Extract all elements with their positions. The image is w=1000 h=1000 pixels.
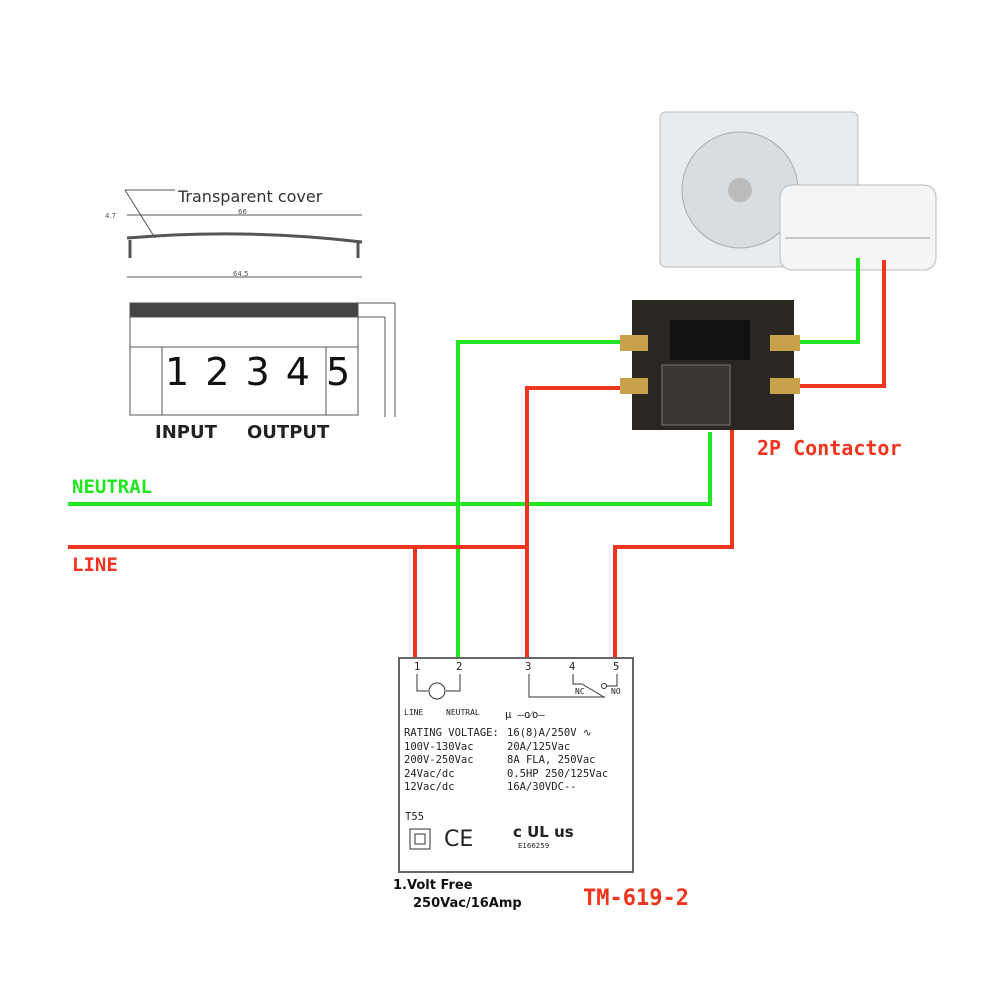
ul-file-number: E166259 bbox=[518, 842, 550, 850]
timer-specification-label: 1 2 3 4 5 NC NO LINE NEUTRAL μ —o⁄o— RAT… bbox=[398, 657, 634, 873]
ul-mark: c UL us bbox=[513, 823, 574, 841]
cover-label: Transparent cover bbox=[178, 187, 323, 206]
neutral-wires bbox=[68, 258, 860, 657]
rating-text: 20A/125Vac bbox=[507, 740, 571, 753]
dim-bottom: 64.5 bbox=[233, 270, 249, 278]
t55-label: T55 bbox=[405, 811, 424, 823]
transparent-cover-drawing bbox=[124, 189, 363, 278]
neutral-terminal-label: NEUTRAL bbox=[446, 708, 480, 717]
note-line-1: 1.Volt Free bbox=[393, 878, 473, 893]
rating-text: 8A FLA, 250Vac bbox=[507, 754, 596, 766]
rating-text: RATING VOLTAGE: bbox=[404, 727, 499, 739]
dim-height: 4.7 bbox=[105, 212, 117, 220]
timer-schematic bbox=[409, 674, 618, 850]
input-label: INPUT bbox=[155, 422, 217, 443]
no-label: NO bbox=[611, 687, 621, 696]
nc-label: NC bbox=[575, 687, 585, 696]
contactor-image bbox=[620, 300, 800, 430]
model-label: TM-619-2 bbox=[583, 886, 689, 911]
output-label: OUTPUT bbox=[247, 422, 330, 443]
relay-symbol: μ —o⁄o— bbox=[505, 709, 545, 721]
terminal-5: 5 bbox=[613, 661, 620, 673]
contactor-label: 2P Contactor bbox=[757, 436, 902, 460]
note-line-2: 250Vac/16Amp bbox=[413, 896, 522, 911]
rating-left: RATING VOLTAGE: 100V-130Vac 200V-250Vac … bbox=[404, 727, 499, 795]
rating-text: 16A/30VDC-- bbox=[507, 781, 577, 793]
rating-text: 100V-130Vac bbox=[404, 740, 474, 753]
line-label: LINE bbox=[72, 554, 118, 576]
rating-text: 12Vac/dc bbox=[404, 781, 455, 793]
rating-text: 200V-250Vac bbox=[404, 754, 474, 766]
air-conditioner-image bbox=[659, 111, 937, 271]
neutral-label: NEUTRAL bbox=[72, 476, 153, 498]
terminal-4: 4 bbox=[569, 661, 576, 673]
rating-text: 0.5HP 250/125Vac bbox=[507, 767, 609, 780]
ce-mark: CE bbox=[444, 827, 474, 852]
terminal-3: 3 bbox=[525, 661, 532, 673]
terminal-1: 1 bbox=[414, 661, 421, 673]
terminal-block-drawing bbox=[129, 302, 396, 417]
dim-top: 66 bbox=[238, 208, 247, 216]
rating-right: 16(8)A/250V ∿ 20A/125Vac 8A FLA, 250Vac … bbox=[507, 727, 608, 795]
rating-text: 24Vac/dc bbox=[404, 767, 455, 780]
terminal-2: 2 bbox=[456, 661, 463, 673]
terminal-numbers: 1 2 3 4 5 bbox=[165, 350, 353, 394]
line-terminal-label: LINE bbox=[404, 708, 424, 717]
line-wires bbox=[68, 260, 886, 657]
rating-text: 16(8)A/250V ∿ bbox=[507, 727, 592, 739]
